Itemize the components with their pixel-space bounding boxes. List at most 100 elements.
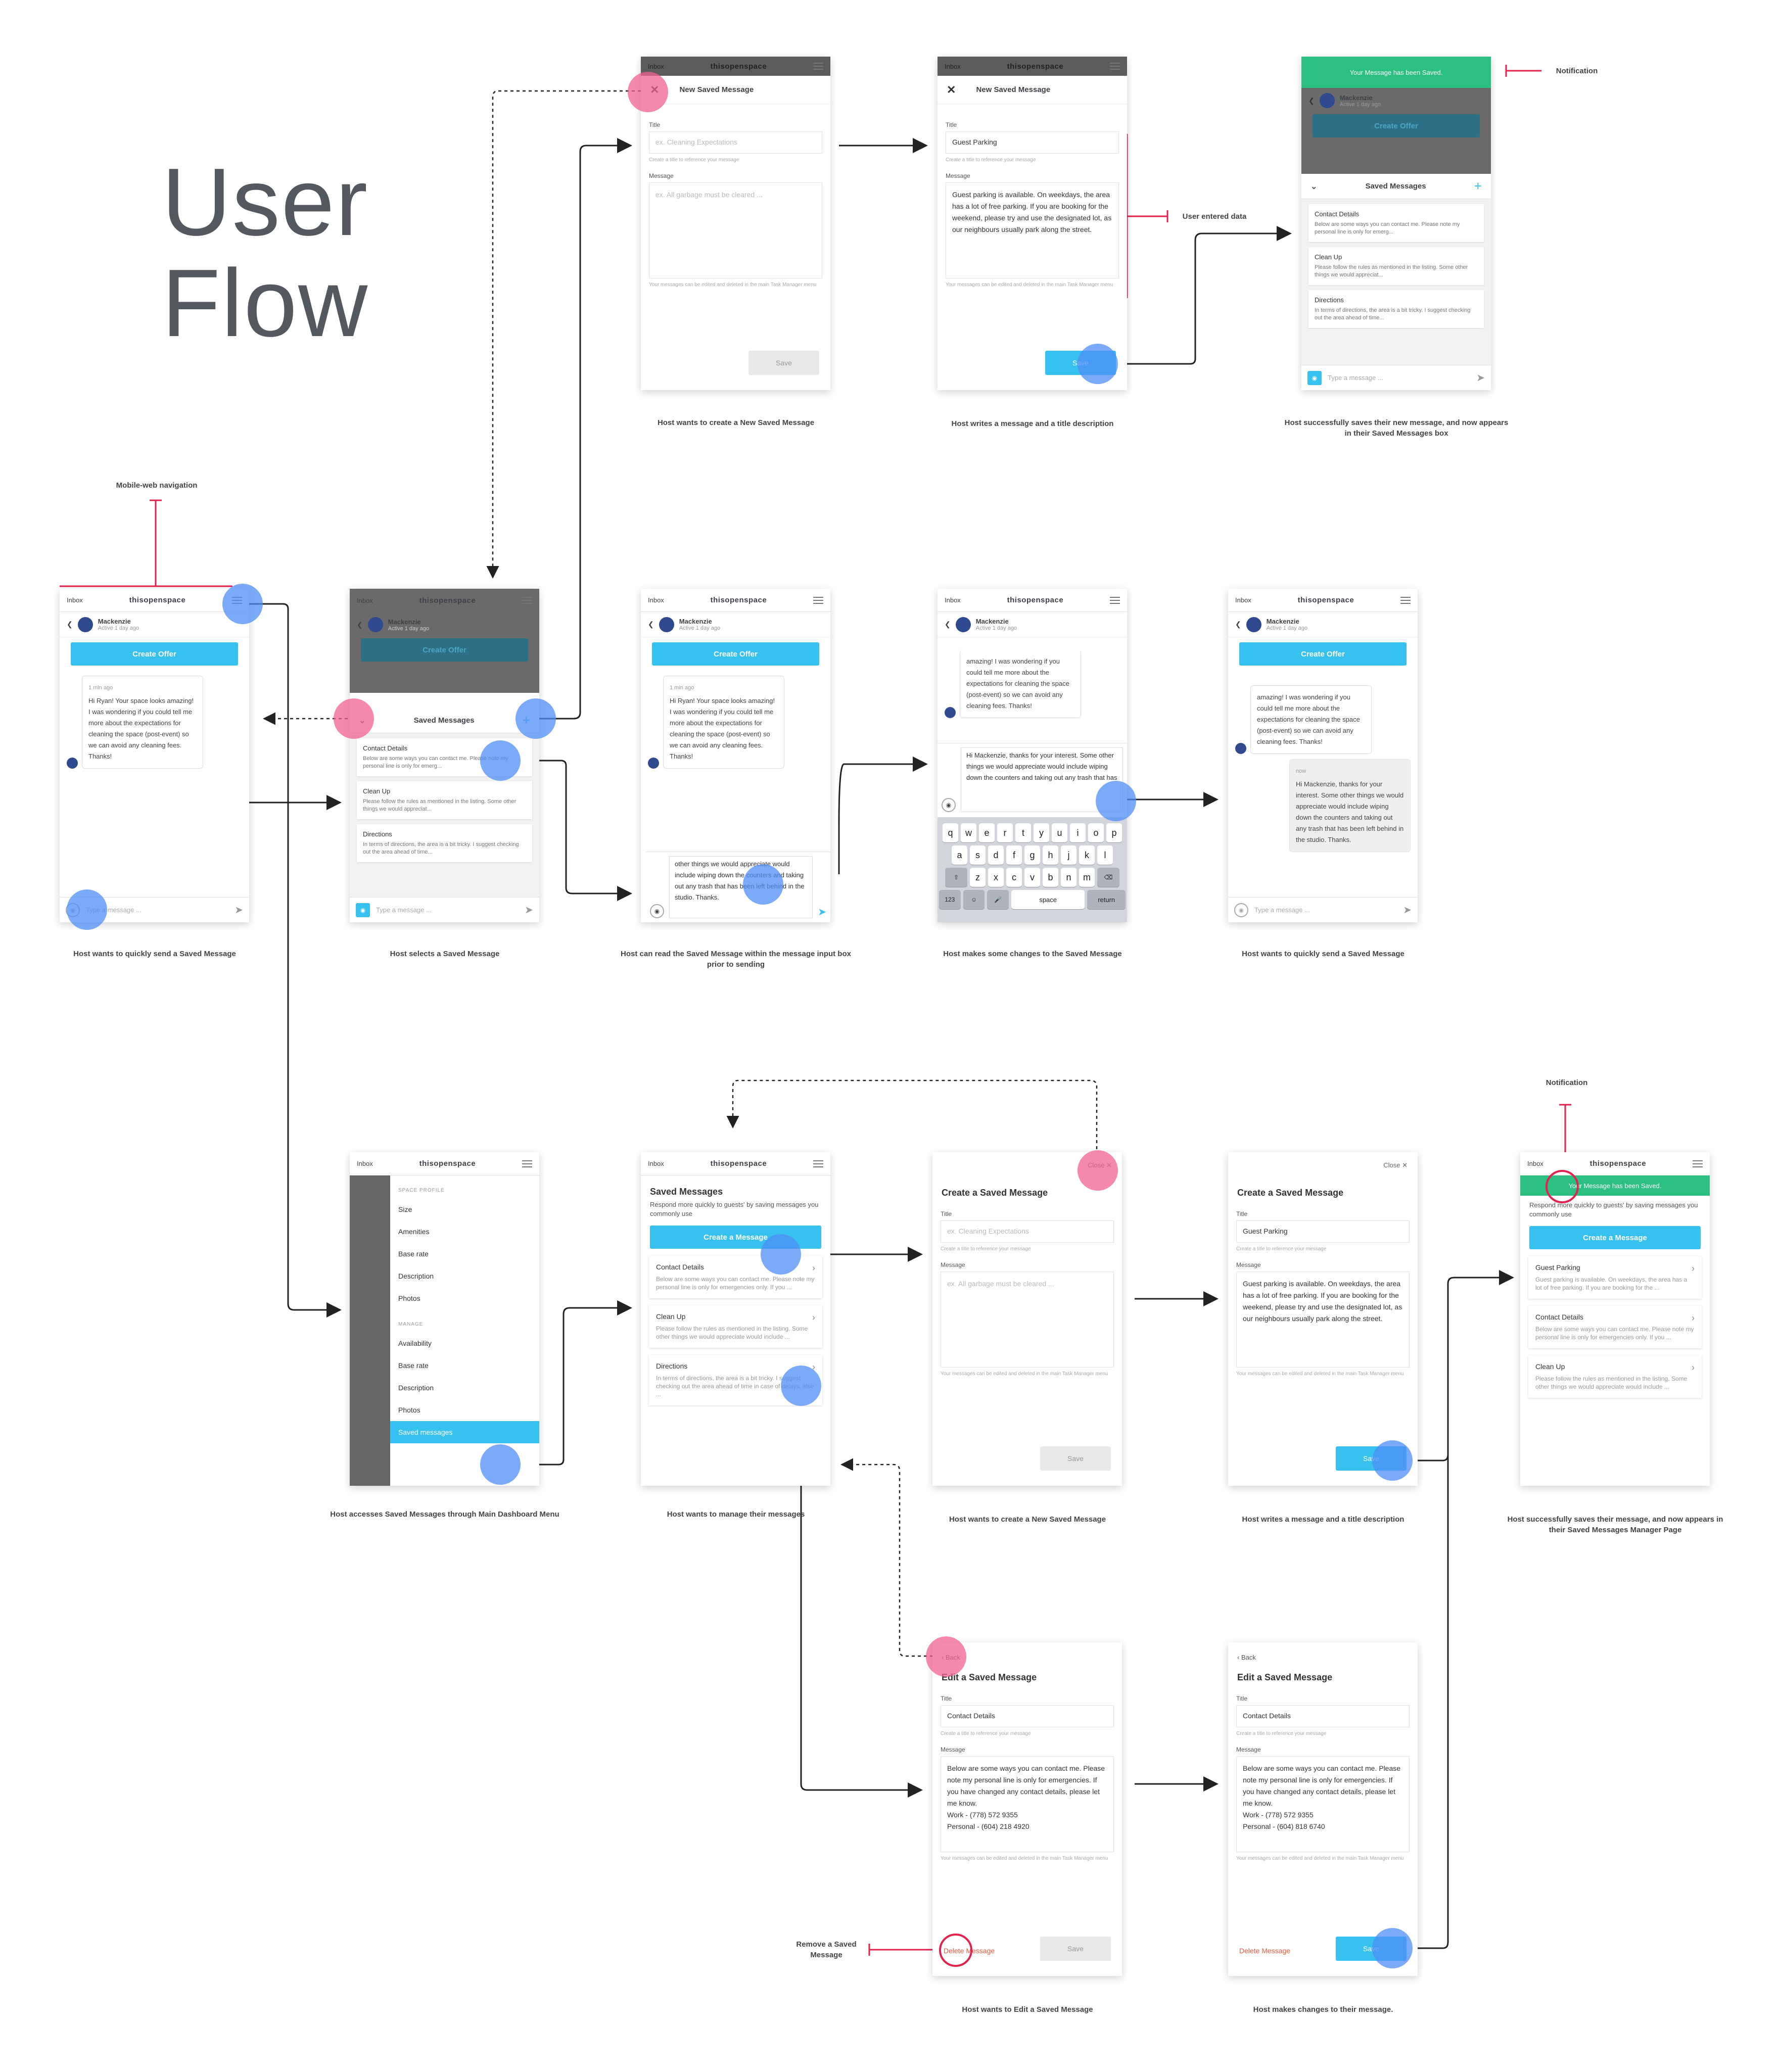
menu-icon[interactable] — [1693, 1160, 1703, 1167]
title-input[interactable]: Contact Details — [941, 1705, 1114, 1727]
saved-messages-icon[interactable]: ◉ — [1234, 903, 1248, 917]
save-button[interactable]: Save — [748, 351, 819, 375]
saved-messages-icon[interactable]: ◉ — [1307, 370, 1322, 385]
key-p[interactable]: p — [1106, 823, 1122, 842]
menu-icon[interactable] — [1110, 596, 1120, 604]
backspace-icon[interactable]: ⌫ — [1097, 868, 1119, 887]
menu-item-description-2[interactable]: Description — [398, 1384, 434, 1392]
saved-messages-icon[interactable]: ◉ — [650, 904, 664, 918]
menu-item-availability[interactable]: Availability — [398, 1339, 432, 1347]
key-s[interactable]: s — [970, 845, 986, 865]
menu-icon[interactable] — [813, 1160, 823, 1167]
create-offer-button[interactable]: Create Offer — [1239, 642, 1407, 666]
key-l[interactable]: l — [1097, 845, 1113, 865]
title-input[interactable]: Guest Parking — [1236, 1220, 1410, 1243]
create-message-button[interactable]: Create a Message — [1529, 1226, 1701, 1249]
key-y[interactable]: y — [1034, 823, 1049, 842]
title-input[interactable]: ex. Cleaning Expectations — [941, 1220, 1114, 1243]
chevron-down-icon[interactable]: ⌄ — [1310, 182, 1318, 191]
key-z[interactable]: z — [970, 868, 986, 887]
key-e[interactable]: e — [979, 823, 995, 842]
key-n[interactable]: n — [1061, 868, 1076, 887]
message-input[interactable]: Guest parking is available. On weekdays,… — [1236, 1272, 1410, 1368]
key-w[interactable]: w — [961, 823, 976, 842]
send-icon[interactable]: ➤ — [525, 905, 533, 916]
key-h[interactable]: h — [1043, 845, 1058, 865]
back-icon[interactable]: ‹ — [1237, 1654, 1240, 1661]
menu-icon[interactable] — [522, 1160, 532, 1167]
message-input[interactable]: Below are some ways you can contact me. … — [1236, 1756, 1410, 1852]
key-a[interactable]: a — [952, 845, 967, 865]
back-icon[interactable]: ❮ — [67, 620, 73, 628]
title-input[interactable]: Guest Parking — [946, 131, 1119, 154]
title-input[interactable]: Contact Details — [1236, 1705, 1410, 1727]
back-icon[interactable]: ❮ — [945, 620, 951, 628]
message-input[interactable]: Hi Mackenzie, thanks for your interest. … — [961, 747, 1123, 812]
menu-icon[interactable] — [813, 596, 823, 604]
message-input[interactable]: ex. All garbage must be cleared ... — [649, 182, 822, 278]
saved-messages-icon[interactable]: ◉ — [356, 903, 370, 917]
key-v[interactable]: v — [1024, 868, 1040, 887]
create-offer-button[interactable]: Create Offer — [71, 642, 238, 666]
message-input[interactable]: Type a message ... — [1328, 374, 1383, 382]
menu-icon[interactable] — [1400, 596, 1411, 604]
menu-item-size[interactable]: Size — [398, 1205, 412, 1213]
key-f[interactable]: f — [1006, 845, 1022, 865]
message-input[interactable]: other things we would appreciate would i… — [669, 856, 813, 918]
menu-item-base-rate-2[interactable]: Base rate — [398, 1361, 429, 1370]
key-g[interactable]: g — [1024, 845, 1040, 865]
close-icon[interactable]: ✕ — [1402, 1161, 1408, 1169]
menu-item-saved-messages[interactable]: Saved messages — [390, 1421, 539, 1443]
emoji-icon[interactable]: ☺ — [963, 890, 985, 909]
back-icon[interactable]: ❮ — [648, 620, 654, 628]
key-o[interactable]: o — [1088, 823, 1104, 842]
key-c[interactable]: c — [1006, 868, 1022, 887]
message-input[interactable]: Type a message ... — [1254, 906, 1310, 914]
message-input[interactable]: ex. All garbage must be cleared ... — [941, 1272, 1114, 1368]
menu-item-base-rate[interactable]: Base rate — [398, 1250, 429, 1258]
back-icon[interactable]: ❮ — [1308, 96, 1315, 105]
message-input[interactable]: Guest parking is available. On weekdays,… — [946, 182, 1119, 278]
back-icon[interactable]: ❮ — [357, 620, 363, 629]
send-icon[interactable]: ➤ — [818, 907, 826, 918]
save-button[interactable]: Save — [1040, 1446, 1111, 1471]
key-numbers[interactable]: 123 — [939, 890, 961, 909]
send-icon[interactable]: ➤ — [1403, 905, 1412, 916]
key-q[interactable]: q — [943, 823, 958, 842]
key-t[interactable]: t — [1015, 823, 1031, 842]
send-icon[interactable]: ➤ — [235, 905, 243, 916]
menu-item-amenities[interactable]: Amenities — [398, 1228, 430, 1236]
send-icon[interactable]: ➤ — [1476, 372, 1485, 384]
key-x[interactable]: x — [988, 868, 1004, 887]
key-r[interactable]: r — [997, 823, 1013, 842]
add-icon[interactable]: + — [1474, 178, 1482, 194]
delete-message-button[interactable]: Delete Message — [1239, 1947, 1291, 1955]
key-i[interactable]: i — [1070, 823, 1086, 842]
microphone-icon[interactable]: 🎤 — [987, 890, 1009, 909]
key-b[interactable]: b — [1043, 868, 1058, 887]
key-return[interactable]: return — [1087, 890, 1126, 909]
key-k[interactable]: k — [1079, 845, 1095, 865]
key-j[interactable]: j — [1061, 845, 1076, 865]
key-d[interactable]: d — [988, 845, 1004, 865]
key-m[interactable]: m — [1079, 868, 1095, 887]
save-button[interactable]: Save — [1040, 1937, 1111, 1961]
key-space[interactable]: space — [1011, 890, 1085, 909]
close-icon[interactable]: ✕ — [947, 83, 956, 96]
back-icon[interactable]: ❮ — [1235, 620, 1241, 628]
message-input[interactable]: Type a message ... — [376, 906, 432, 914]
menu-item-photos-2[interactable]: Photos — [398, 1406, 420, 1414]
saved-messages-icon[interactable]: ◉ — [942, 798, 956, 812]
title-input[interactable]: ex. Cleaning Expectations — [649, 131, 822, 154]
message-input[interactable]: Below are some ways you can contact me. … — [941, 1756, 1114, 1852]
